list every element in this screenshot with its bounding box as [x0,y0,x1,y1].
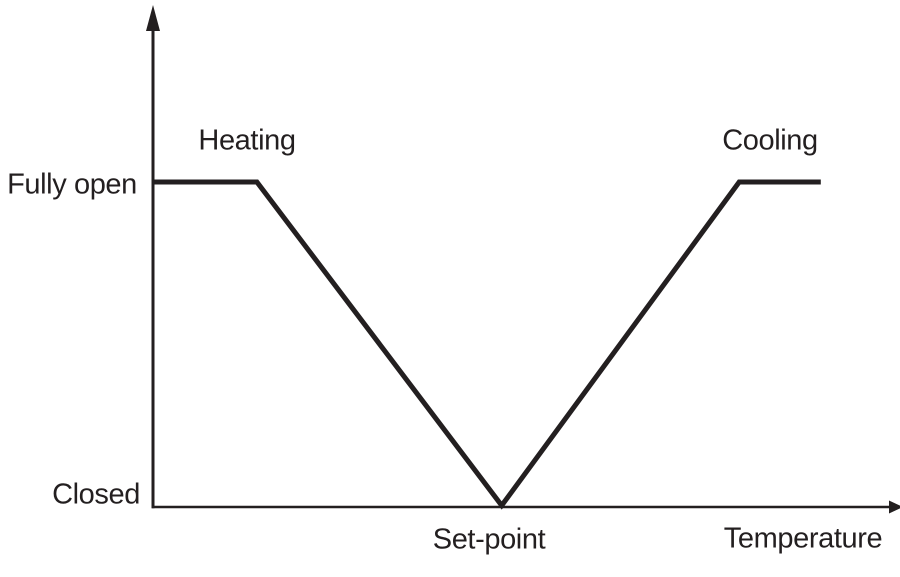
x-annotation-set-point: Set-point [432,523,546,556]
y-axis-arrow-icon [146,5,160,31]
x-axis-label-temperature: Temperature [723,522,883,555]
annotation-cooling: Cooling [722,124,818,157]
x-axis-arrow-icon [889,500,900,514]
y-tick-label-fully-open: Fully open [7,168,137,201]
valve-position-line [153,179,821,510]
annotation-heating: Heating [198,124,296,157]
y-tick-label-closed: Closed [52,478,140,511]
